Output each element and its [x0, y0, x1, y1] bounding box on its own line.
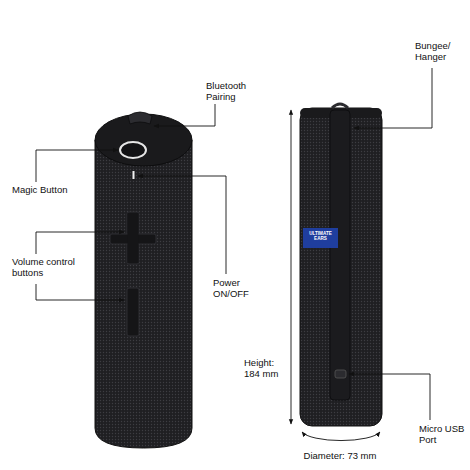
- part-label: Bungee/ Hanger: [415, 40, 460, 63]
- dimension-label: Height: 184 mm: [244, 357, 288, 380]
- part-label: Magic Button: [12, 184, 87, 195]
- part-label: Power ON/OFF: [213, 277, 263, 300]
- volume-buttons: [110, 212, 156, 336]
- part-label: Micro USB Port: [419, 423, 467, 446]
- usb-port: [335, 370, 346, 378]
- speaker-back: [300, 104, 382, 426]
- bungee-strap: [330, 110, 350, 400]
- logo-text: ULTIMATE EARS: [303, 231, 338, 242]
- part-label: Volume control buttons: [12, 256, 84, 279]
- leader-lines: [36, 68, 432, 420]
- dimension-lines: [291, 110, 380, 441]
- magic-button: [120, 142, 146, 158]
- bungee-tab: [128, 112, 152, 124]
- power-button: [133, 171, 135, 179]
- dimension-label: Diameter: 73 mm: [290, 450, 390, 461]
- logo-badge: [303, 228, 338, 248]
- part-label: Bluetooth Pairing: [206, 80, 266, 103]
- speaker-front: [95, 112, 192, 448]
